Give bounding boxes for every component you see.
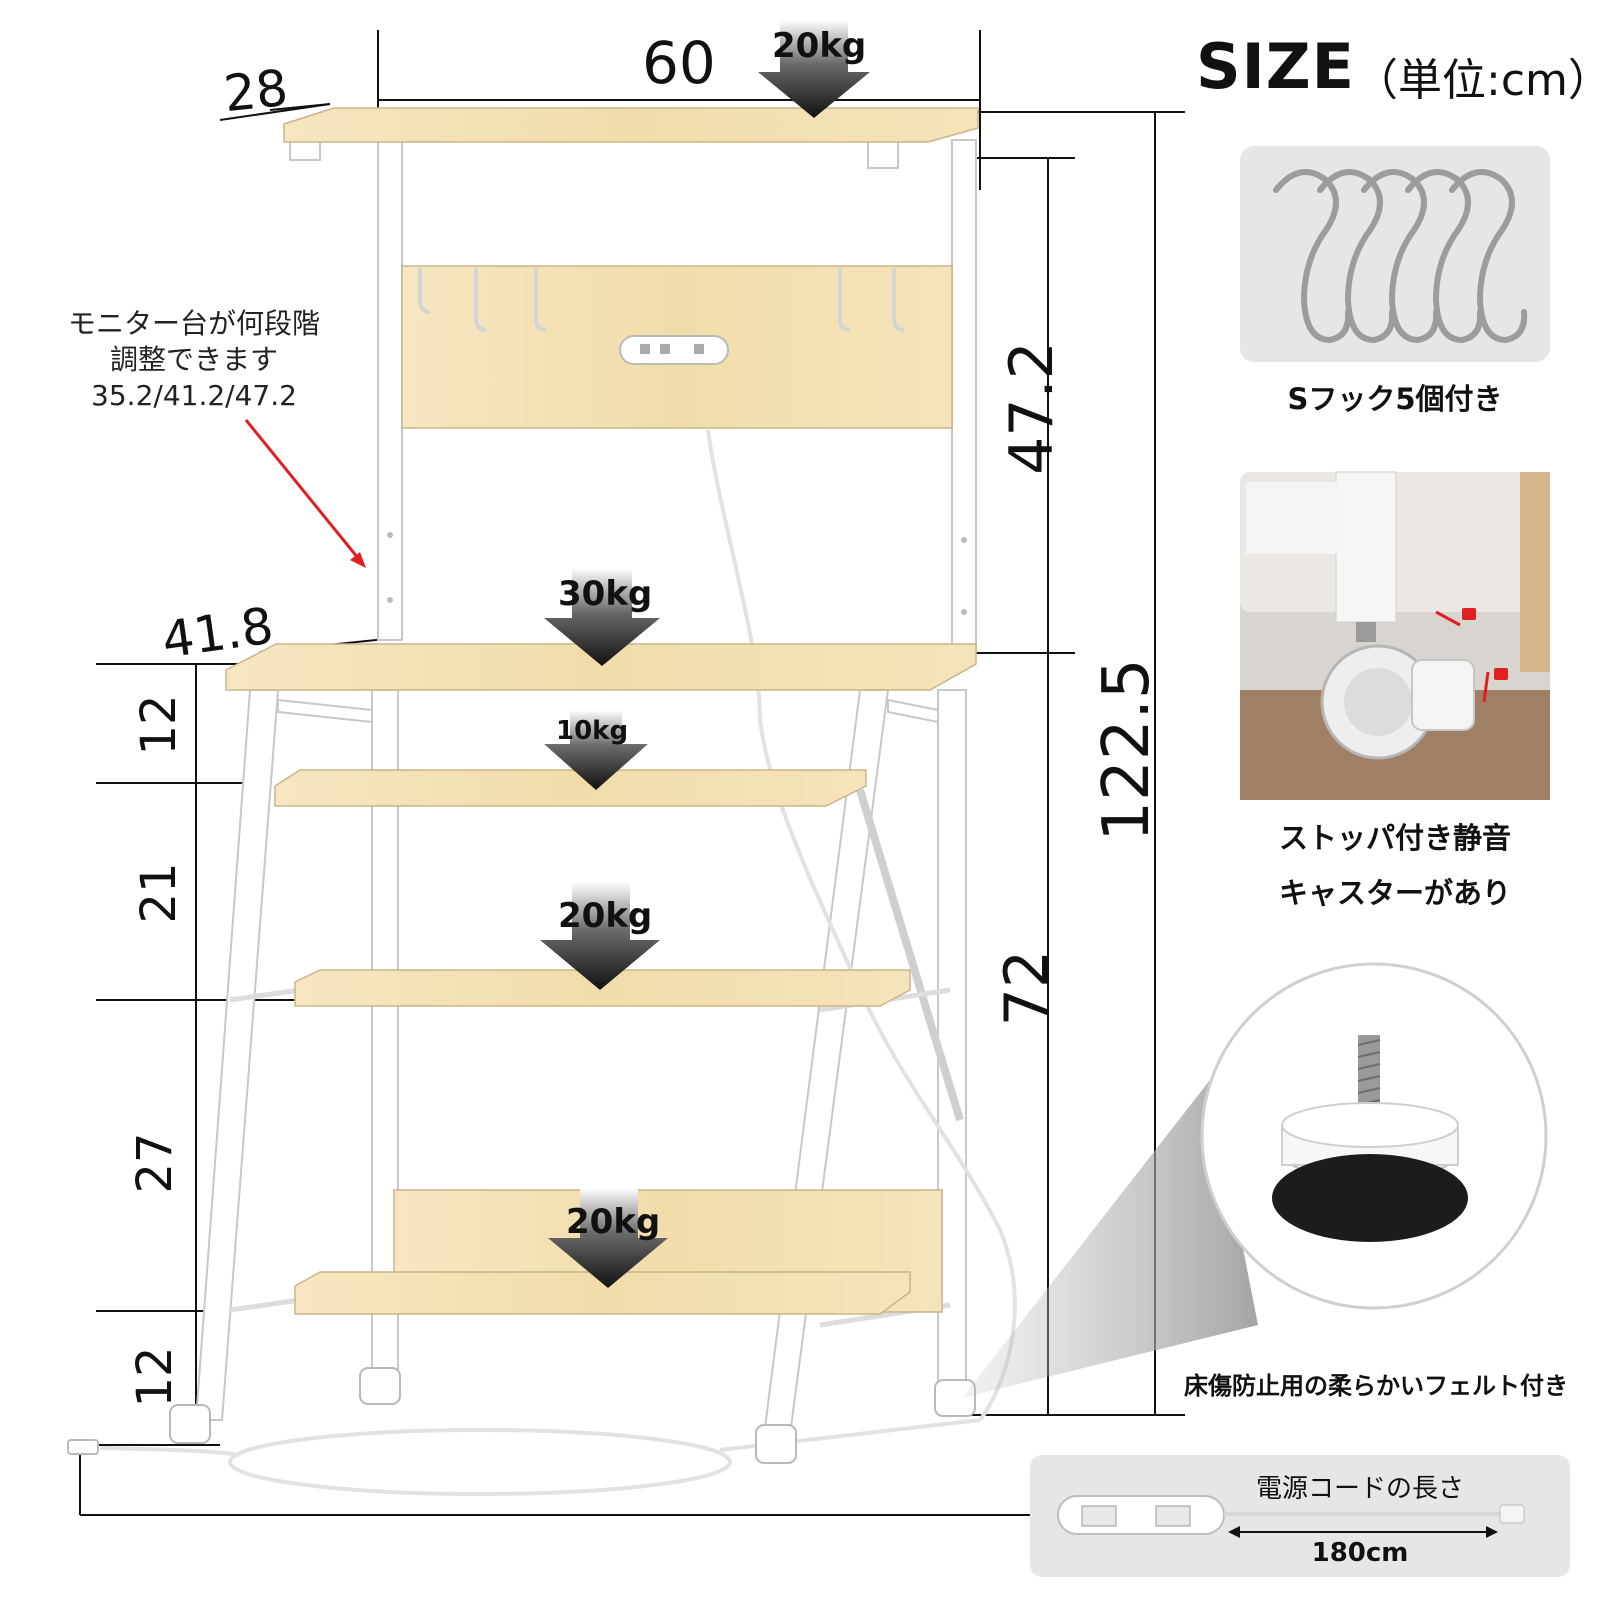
caster-caption-2: キャスターがあり [1278, 876, 1511, 910]
monitor-note: モニター台が何段階 調整できます 35.2/41.2/47.2 [44, 306, 344, 414]
load-top-label: 20kg [772, 26, 867, 66]
load-bottom-label: 20kg [566, 1202, 661, 1242]
load-desk-label: 30kg [558, 574, 653, 614]
load-arrow-middle [540, 882, 660, 990]
dim-gap-4: 12 [127, 1346, 183, 1408]
power-strip-image [1030, 1455, 1570, 1577]
monitor-note-line3: 35.2/41.2/47.2 [91, 379, 297, 412]
felt-caption: 床傷防止用の柔らかいフェルト付き [1184, 1372, 1568, 1400]
rack-shelves [225, 107, 979, 1315]
load-drawer-label: 10kg [556, 716, 629, 746]
dim-height-upper: 47.2 [997, 341, 1067, 475]
rack-casters [169, 1367, 976, 1464]
red-pointer-arrow [244, 419, 366, 568]
dimension-lines [79, 30, 1185, 1516]
load-arrow-bottom [548, 1188, 668, 1288]
load-middle-label: 20kg [558, 896, 653, 936]
cord-length: 180cm [1311, 1538, 1409, 1568]
load-arrow-drawer [544, 710, 648, 790]
dim-width-top: 60 [642, 29, 716, 97]
backboard-outlet [619, 335, 729, 365]
felt-foot-image [1200, 962, 1548, 1310]
monitor-note-line2: 調整できます [109, 343, 278, 376]
monitor-note-line1: モニター台が何段階 [67, 307, 320, 340]
dim-depth-top: 28 [221, 58, 291, 124]
size-title: SIZE [1196, 30, 1356, 103]
hooks-caption: Sフック5個付き [1287, 382, 1503, 416]
dim-gap-1: 12 [131, 694, 187, 756]
felt-leader [962, 1080, 1258, 1398]
caster-image [1240, 471, 1550, 800]
load-arrows [540, 20, 870, 1288]
caster-caption-1: ストッパ付き静音 [1278, 821, 1511, 855]
dim-depth-desk: 41.8 [158, 596, 277, 670]
dim-gap-2: 21 [131, 862, 187, 924]
dim-height-total: 122.5 [1090, 658, 1164, 842]
cord-title: 電源コードの長さ [1255, 1474, 1464, 1504]
dim-gap-3: 27 [127, 1132, 183, 1194]
backboard-hooks [418, 268, 905, 332]
unit-label: （単位:cm） [1354, 55, 1600, 106]
rack-frame [194, 137, 977, 1436]
load-arrow-desk [544, 568, 660, 666]
s-hooks-image [1240, 146, 1550, 362]
dim-height-lower: 72 [992, 949, 1062, 1027]
load-arrow-top [758, 20, 870, 118]
